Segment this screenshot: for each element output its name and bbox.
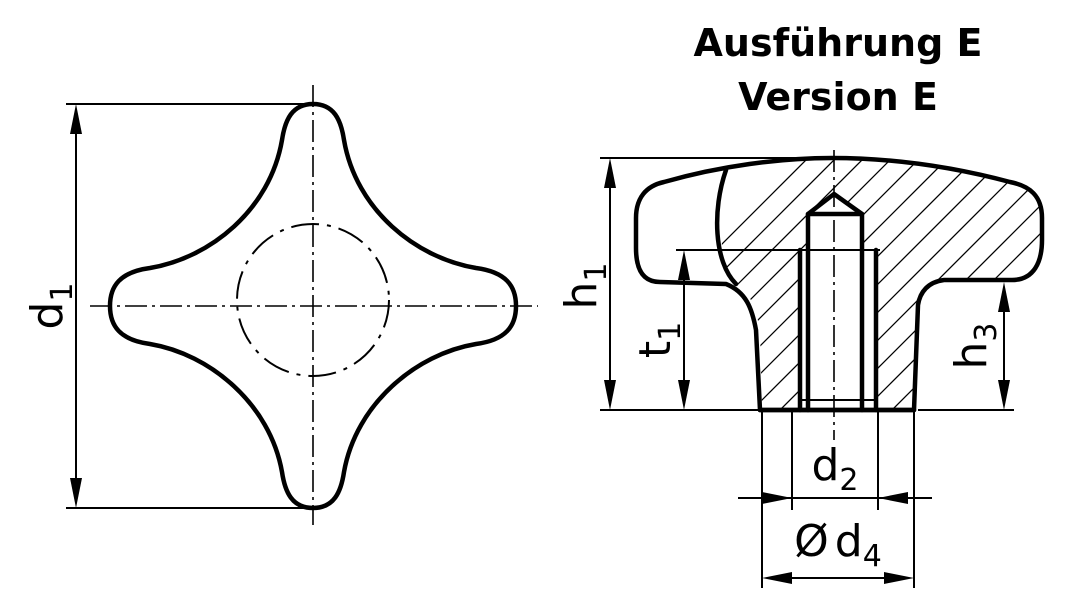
d4-arrow-right bbox=[884, 572, 914, 584]
h1-arrow-bottom bbox=[604, 380, 616, 410]
h3-arrow-bottom bbox=[998, 380, 1010, 410]
threaded-bore bbox=[805, 191, 865, 413]
t1-label: t1 bbox=[630, 322, 688, 358]
section-boundary bbox=[714, 167, 739, 287]
d4-arrow-left bbox=[762, 572, 792, 584]
star-knob-top-view: d1 bbox=[22, 85, 538, 525]
d2-label: d2 bbox=[811, 440, 858, 498]
bore-circle bbox=[236, 223, 390, 377]
d1-label: d1 bbox=[22, 282, 80, 329]
t1-arrow-bottom bbox=[678, 380, 690, 410]
knob-outline bbox=[633, 155, 1045, 413]
d1-arrow-top bbox=[70, 104, 82, 134]
title-line-1: Ausführung E bbox=[694, 21, 983, 65]
h3-arrow-top bbox=[998, 282, 1010, 312]
h3-label: h3 bbox=[946, 323, 1004, 370]
d2-arrow-right bbox=[878, 492, 908, 504]
title-line-2: Version E bbox=[738, 75, 938, 119]
h1-label: h1 bbox=[556, 263, 614, 310]
h1-arrow-top bbox=[604, 158, 616, 188]
d1-arrow-bottom bbox=[70, 478, 82, 508]
t1-arrow-top bbox=[678, 250, 690, 280]
d2-arrow-left bbox=[762, 492, 792, 504]
